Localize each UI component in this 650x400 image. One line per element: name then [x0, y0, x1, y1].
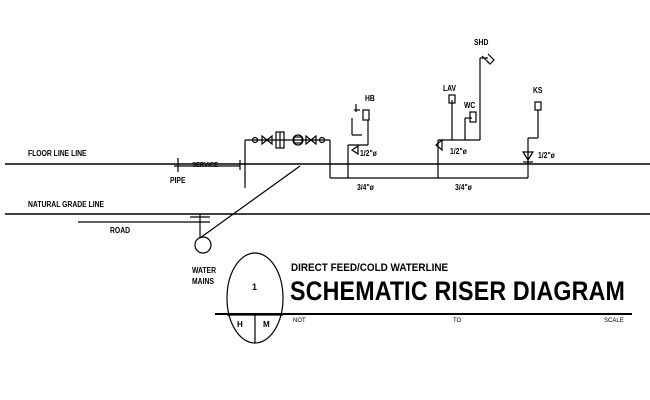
- pipe-size-threequarter-2: 3/4"ø: [455, 183, 472, 192]
- water-mains-label-1: WATER: [192, 266, 217, 275]
- diagram-subtitle: DIRECT FEED/COLD WATERLINE: [291, 262, 449, 274]
- fixture-lav-label: LAV: [443, 84, 457, 93]
- road-label: ROAD: [110, 226, 131, 235]
- fixture-wc-label: WC: [464, 101, 476, 110]
- fixture-ks-label: KS: [533, 86, 543, 95]
- pipe-label: PIPE: [170, 176, 186, 185]
- scale-scale: SCALE: [604, 318, 624, 324]
- diagram-title: SCHEMATIC RISER DIAGRAM: [290, 276, 626, 306]
- pipe-size-threequarter-1: 3/4"ø: [357, 183, 374, 192]
- reference-circle-sheet-right: M: [263, 320, 270, 329]
- service-pipe: [199, 165, 301, 239]
- pipe-size-half-1: 1/2"ø: [360, 149, 377, 158]
- scale-not: NOT: [293, 318, 306, 324]
- reference-circle-sheet-left: H: [237, 320, 243, 329]
- fixture-shd-label: SHD: [474, 38, 489, 47]
- water-mains-label-2: MAINS: [192, 277, 214, 286]
- meter-assembly-symbols: [251, 131, 326, 149]
- reference-circle-number: 1: [252, 282, 258, 292]
- natural-grade-label: NATURAL GRADE LINE: [28, 200, 105, 209]
- pipe-size-half-3: 1/2"ø: [538, 151, 555, 160]
- scale-to: TO: [453, 318, 462, 324]
- floor-line-label: FLOOR LINE LINE: [28, 149, 87, 158]
- water-main-symbol: [194, 236, 212, 254]
- fixture-hb-label: HB: [365, 94, 375, 103]
- service-label: SERVICE: [192, 162, 219, 169]
- pipe-size-half-2: 1/2"ø: [450, 147, 467, 156]
